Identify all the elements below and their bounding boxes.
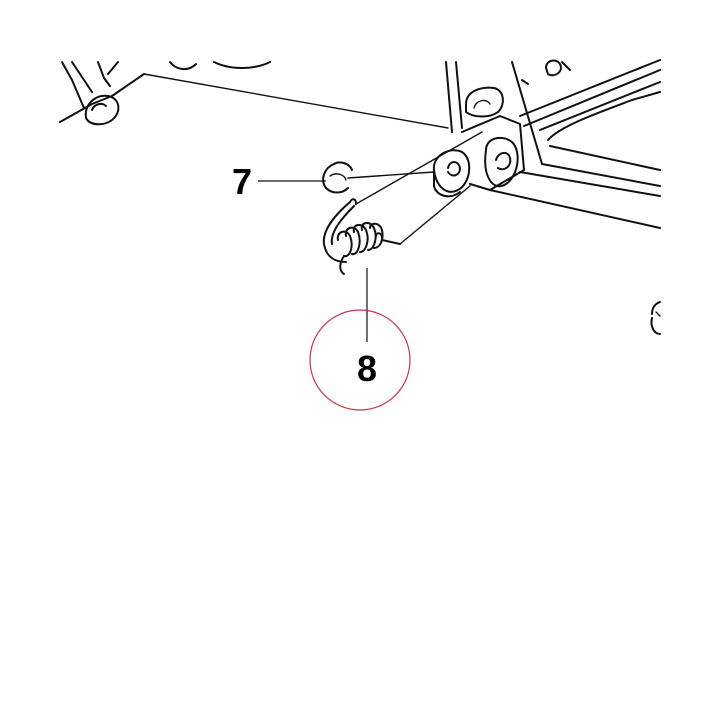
part-7-retaining-clip: [322, 161, 435, 194]
callout-7-label: 7: [232, 161, 252, 202]
callout-7: 7: [232, 161, 326, 202]
callout-8-label: 8: [357, 348, 377, 389]
callout-8-highlight-ring: [309, 309, 411, 411]
frame-bracket-left: [59, 61, 449, 129]
part-8-torsion-spring: [322, 131, 483, 275]
callout-8: 8: [309, 268, 411, 411]
frame-pivot-assembly: [432, 59, 661, 335]
